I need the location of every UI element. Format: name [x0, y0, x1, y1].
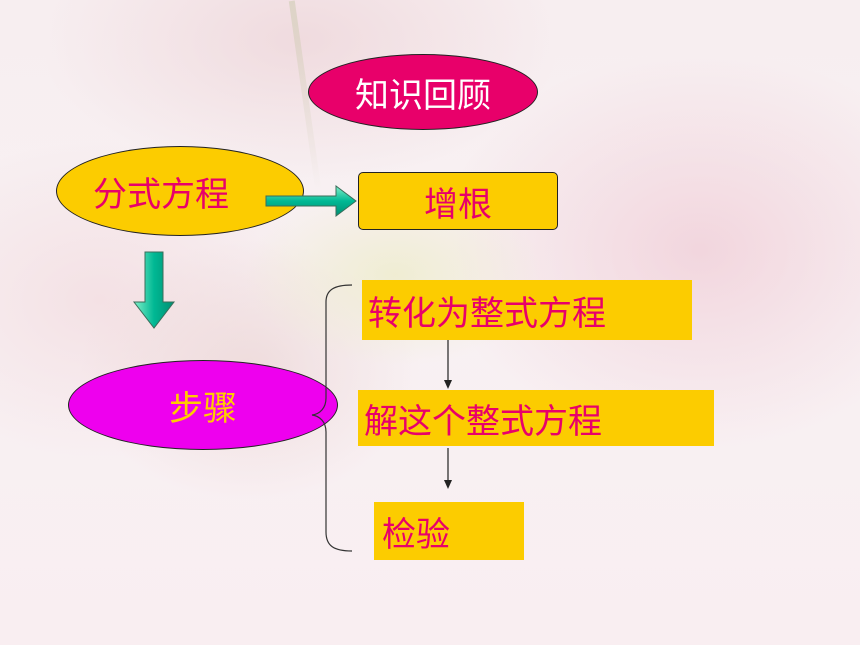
- step-2-text: 解这个整式方程: [364, 401, 602, 442]
- step-1-box: 转化为整式方程: [362, 280, 692, 340]
- step-3-text: 检验: [382, 514, 450, 555]
- step-2-box: 解这个整式方程: [358, 390, 714, 446]
- extraneous-root-box: 增根: [358, 172, 558, 230]
- down-arrow-small-icon: [444, 380, 452, 389]
- title-ellipse: 知识回顾: [308, 54, 538, 130]
- step-1-text: 转化为整式方程: [368, 293, 606, 334]
- extraneous-root-text: 增根: [424, 184, 492, 225]
- fraction-equation-text: 分式方程: [93, 174, 229, 215]
- fraction-equation-ellipse: 分式方程: [56, 146, 304, 236]
- title-text: 知识回顾: [355, 75, 491, 116]
- down-arrow-icon: [132, 251, 176, 329]
- steps-label-text: 步骤: [169, 388, 237, 429]
- down-arrow-small-icon: [444, 480, 452, 489]
- step-3-box: 检验: [374, 502, 524, 560]
- steps-ellipse: 步骤: [68, 360, 338, 450]
